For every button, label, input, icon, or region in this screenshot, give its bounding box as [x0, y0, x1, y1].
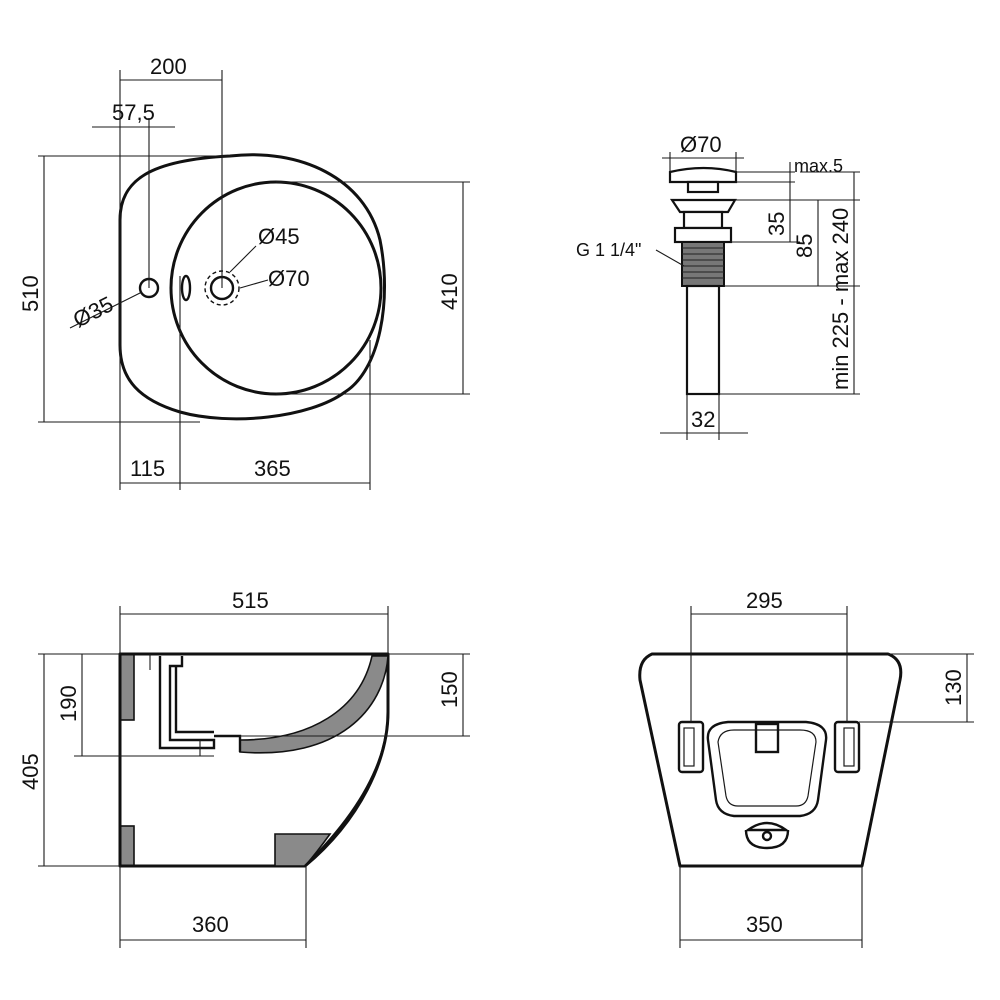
dim-d45-label: Ø45 [258, 224, 300, 249]
drain-thread-label: G 1 1/4" [576, 240, 641, 260]
top-view: 200 57,5 510 410 Ø35 Ø45 Ø70 115 365 [18, 54, 470, 490]
side-wall-bottom [119, 825, 135, 867]
side-515-label: 515 [232, 588, 269, 613]
back-view: 295 130 350 [638, 588, 974, 948]
drain-35-label: 35 [764, 212, 789, 236]
back-295-label: 295 [746, 588, 783, 613]
drain-nut [673, 226, 733, 244]
back-130-label: 130 [941, 669, 966, 706]
side-view-bowl-shell [239, 655, 389, 754]
side-150-label: 150 [437, 671, 462, 708]
side-view-drain-channel [158, 656, 216, 750]
dim-d70-label: Ø70 [268, 266, 310, 291]
drain-85-label: 85 [792, 234, 817, 258]
side-360-label: 360 [192, 912, 229, 937]
back-bracket-right [833, 720, 861, 774]
dim-115-label: 115 [130, 456, 165, 481]
drain-view: Ø70 max.5 35 85 min 225 - max 240 G 1 1/… [576, 132, 860, 440]
back-view-recess [706, 720, 828, 818]
side-190-label: 190 [56, 685, 81, 722]
drain-d70-label: Ø70 [680, 132, 722, 157]
dim-510-label: 510 [18, 275, 43, 312]
back-bracket-left [677, 720, 705, 774]
side-wall-top [119, 653, 135, 721]
dim-365-label: 365 [254, 456, 291, 481]
side-view: 515 190 405 150 360 [18, 588, 470, 948]
dim-d35-label: Ø35 [69, 291, 117, 332]
side-405-label: 405 [18, 753, 43, 790]
top-view-outer-outline [118, 153, 386, 421]
overflow-slot [180, 274, 192, 302]
dim-200-label: 200 [150, 54, 187, 79]
dim-57-5-label: 57,5 [112, 100, 155, 125]
back-350-label: 350 [746, 912, 783, 937]
back-view-outlet [744, 821, 790, 832]
drain-max5-label: max.5 [794, 156, 843, 176]
drain-thread [681, 241, 725, 287]
drain-cap [668, 166, 738, 184]
drain-32-label: 32 [691, 407, 715, 432]
drain-pipe [685, 284, 721, 396]
dim-410-label: 410 [437, 273, 462, 310]
drain-range-label: min 225 - max 240 [828, 208, 853, 390]
